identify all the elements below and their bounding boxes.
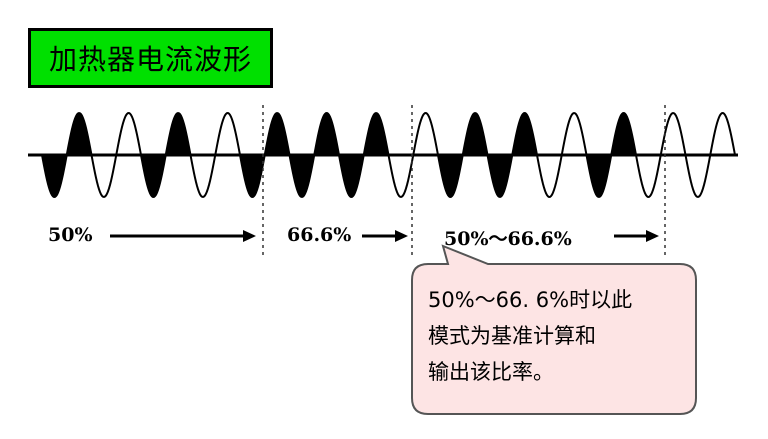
filled-cycle-7 [339, 113, 389, 197]
filled-cycle-5 [240, 113, 290, 197]
filled-cycle-9 [438, 113, 488, 197]
filled-cycle-3 [141, 113, 191, 197]
label-50-66-percent: 50%～66.6% [444, 228, 572, 250]
callout-bubble [411, 244, 697, 415]
arrow-3 [614, 230, 659, 242]
filled-cycle-12 [586, 113, 636, 197]
arrow-2 [362, 230, 408, 242]
callout-text: 50%～66. 6%时以此 模式为基准计算和 输出该比率。 [428, 288, 633, 384]
diagram-title: 加热器电流波形 [28, 28, 273, 88]
label-50-percent: 50% [48, 224, 93, 246]
arrow-1 [110, 230, 256, 242]
label-66-percent: 66.6% [287, 224, 352, 246]
filled-half-cycles [42, 113, 636, 197]
filled-cycle-6 [289, 113, 339, 197]
filled-cycle-10 [487, 113, 537, 197]
filled-cycle-1 [42, 113, 92, 197]
